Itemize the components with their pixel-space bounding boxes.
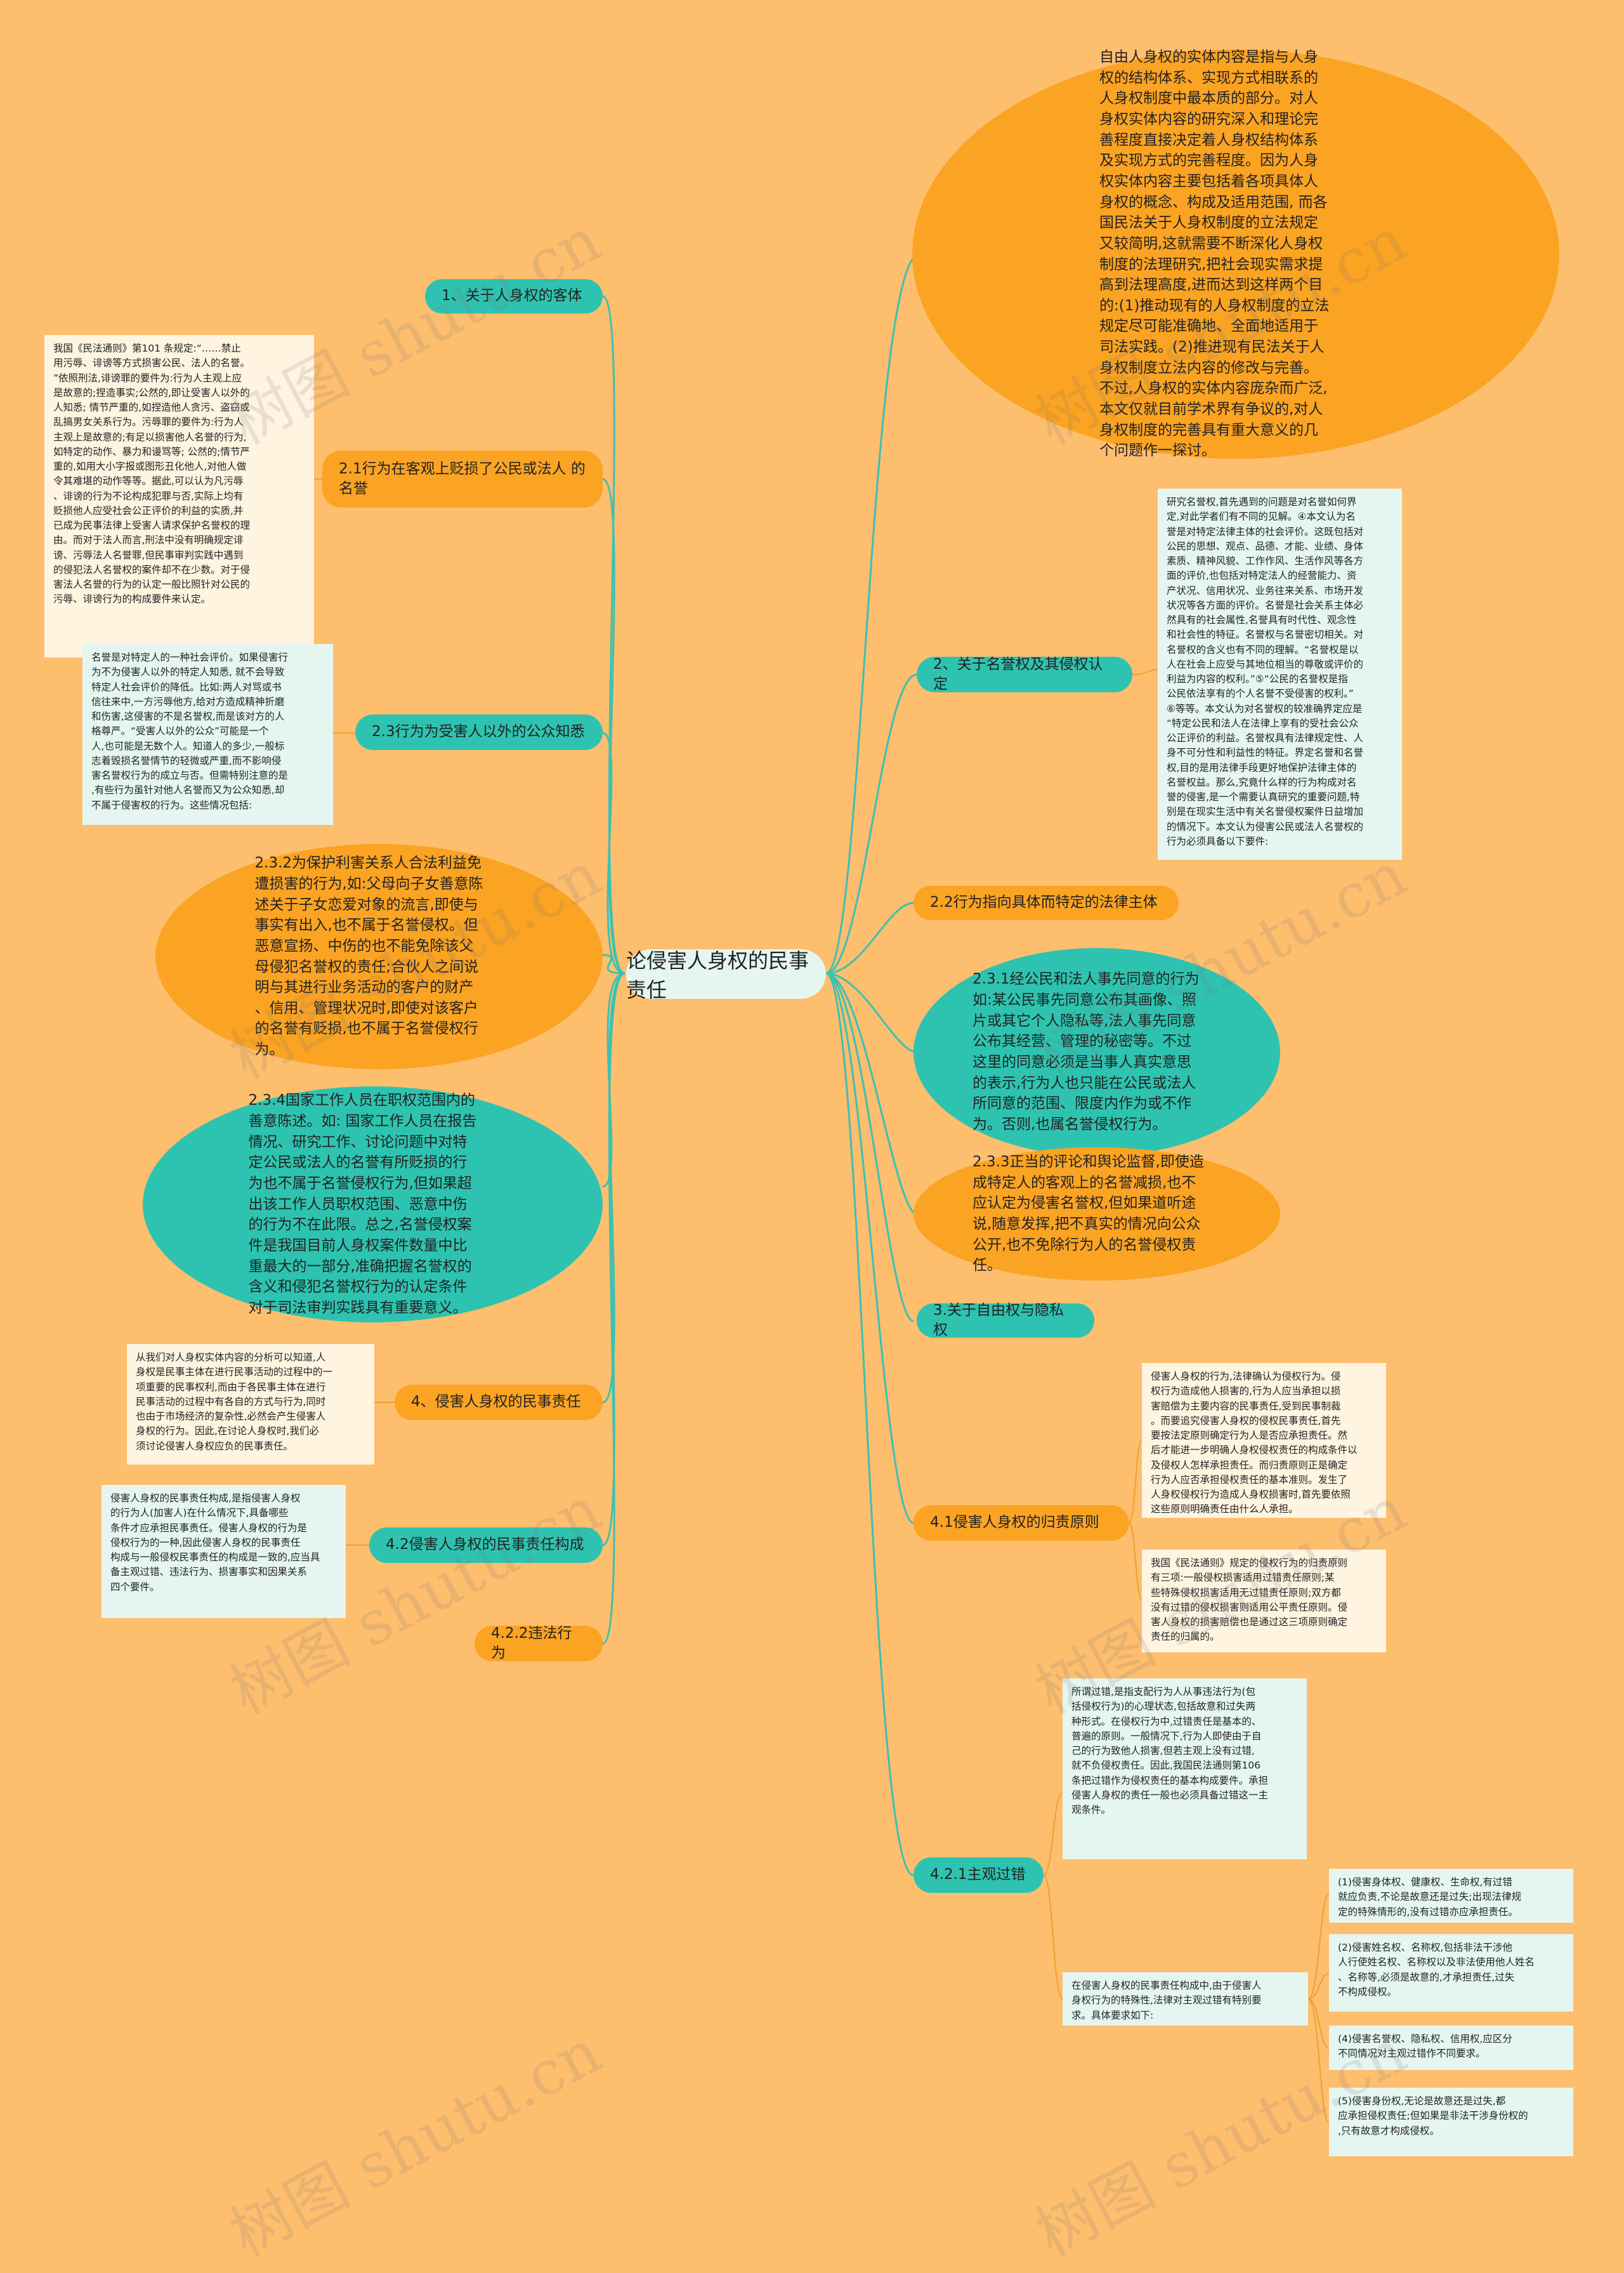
link-subjective-notes bbox=[1043, 1792, 1063, 2000]
note-subjective-requirements: 在侵害人身权的民事责任构成中,由于侵害人 身权行为的特殊性,法律对主观过错有特别… bbox=[1063, 1972, 1308, 2026]
link-right-1 bbox=[825, 253, 920, 975]
topic-civil-liability[interactable]: 4、侵害人身权的民事责任 bbox=[395, 1385, 603, 1420]
official-statement-bubble[interactable]: 2.3.4国家工作人员在职权范围内的 善意陈述。如: 国家工作人员在报告 情况、… bbox=[143, 1086, 603, 1322]
root-topic[interactable]: 论侵害人身权的民事责任 bbox=[626, 949, 826, 1002]
topic-imputation[interactable]: 4.1侵害人身权的归责原则 bbox=[914, 1505, 1129, 1541]
topic-specific-subject[interactable]: 2.2行为指向具体而特定的法律主体 bbox=[914, 886, 1179, 920]
comment-bubble[interactable]: 2.3.3正当的评论和舆论监督,即使造 成特定人的客观上的名誉减损,也不 应认定… bbox=[914, 1147, 1280, 1281]
note-imputation-2: 我国《民法通则》规定的侵权行为的归责原则 有三项:一般侵权损害适用过错责任原则;… bbox=[1142, 1550, 1386, 1652]
topic-object[interactable]: 1、关于人身权的客体 bbox=[425, 279, 603, 313]
topic-illegal-act[interactable]: 4.2.2违法行为 bbox=[475, 1625, 603, 1661]
note-requirement-4: (5)侵害身份权,无论是故意还是过失,都 应承担侵权责任;但如果是非法干涉身份权… bbox=[1329, 2088, 1573, 2156]
topic-freedom-privacy[interactable]: 3.关于自由权与隐私权 bbox=[917, 1302, 1094, 1338]
link-right-6 bbox=[825, 972, 914, 1322]
interest-bubble[interactable]: 2.3.2为保护利害关系人合法利益免 遭损害的行为,如:父母向子女善意陈 述关于… bbox=[155, 844, 603, 1069]
link-left-2 bbox=[602, 478, 625, 975]
note-requirement-2: (2)侵害姓名权、名称权,包括非法干涉他 人行使姓名权、名称权以及非法使用他人姓… bbox=[1329, 1934, 1573, 2012]
link-left-3 bbox=[602, 732, 625, 975]
topic-public-knowledge[interactable]: 2.3行为为受害人以外的公众知悉 bbox=[355, 715, 603, 750]
topic-liability-composition[interactable]: 4.2侵害人身权的民事责任构成 bbox=[369, 1527, 603, 1563]
note-reputation: 研究名誉权,首先遇到的问题是对名誉如何界 定,对此学者们有不同的见解。④本文认为… bbox=[1158, 489, 1402, 860]
note-imputation-1: 侵害人身权的行为,法律确认为侵权行为。侵 权行为造成他人损害的,行为人应当承担以… bbox=[1142, 1363, 1386, 1518]
connector-lines bbox=[314, 253, 1330, 2123]
note-public-knowledge: 名誉是对特定人的一种社会评价。如果侵害行 为不为侵害人以外的特定人知悉, 就不会… bbox=[82, 644, 333, 825]
topic-subjective-fault[interactable]: 4.2.1主观过错 bbox=[914, 1857, 1044, 1893]
link-left-8 bbox=[602, 972, 625, 1645]
note-subjective-fault: 所谓过错,是指支配行为人从事违法行为(包 括侵权行为)的心理状态,包括故意和过失… bbox=[1063, 1678, 1307, 1859]
consent-bubble[interactable]: 2.3.1经公民和法人事先同意的行为 如:某公民事先同意公布其画像、照 片或其它… bbox=[914, 948, 1280, 1156]
note-requirement-1: (1)侵害身体权、健康权、生命权,有过错 就应负责,不论是故意还是过失;出现法律… bbox=[1329, 1869, 1573, 1923]
note-civil-liability: 从我们对人身权实体内容的分析可以知道,人 身权是民事主体在进行民事活动的过程中的… bbox=[127, 1344, 374, 1465]
note-requirement-3: (4)侵害名誉权、隐私权、信用权,应区分 不同情况对主观过错作不同要求。 bbox=[1329, 2026, 1573, 2070]
link-reputation-note bbox=[1132, 669, 1158, 675]
entity-content-bubble[interactable]: 自由人身权的实体内容是指与人身 权的结构体系、实现方式相联系的 人身权制度中最本… bbox=[912, 49, 1559, 459]
link-req-notes bbox=[1307, 1894, 1330, 2123]
link-right-7 bbox=[825, 972, 914, 1524]
topic-objective-damage[interactable]: 2.1行为在客观上贬损了公民或法人 的名誉 bbox=[322, 451, 603, 508]
link-right-5 bbox=[825, 972, 917, 1215]
link-right-8 bbox=[825, 972, 914, 1876]
link-right-3 bbox=[825, 902, 914, 975]
link-imputation-notes bbox=[1129, 1440, 1143, 1600]
note-liability-composition: 侵害人身权的民事责任构成,是指侵害人身权 的行为人(加害人)在什么情况下,具备哪… bbox=[102, 1485, 346, 1618]
link-left-4 bbox=[602, 954, 625, 975]
link-right-2 bbox=[825, 673, 917, 975]
note-objective-damage: 我国《民法通则》第101 条规定:“……禁止 用污辱、诽谤等方式损害公民、法人的… bbox=[44, 335, 314, 657]
topic-reputation[interactable]: 2、关于名誉权及其侵权认定 bbox=[917, 656, 1132, 692]
link-right-4 bbox=[825, 972, 917, 1053]
link-left-1 bbox=[602, 295, 625, 975]
